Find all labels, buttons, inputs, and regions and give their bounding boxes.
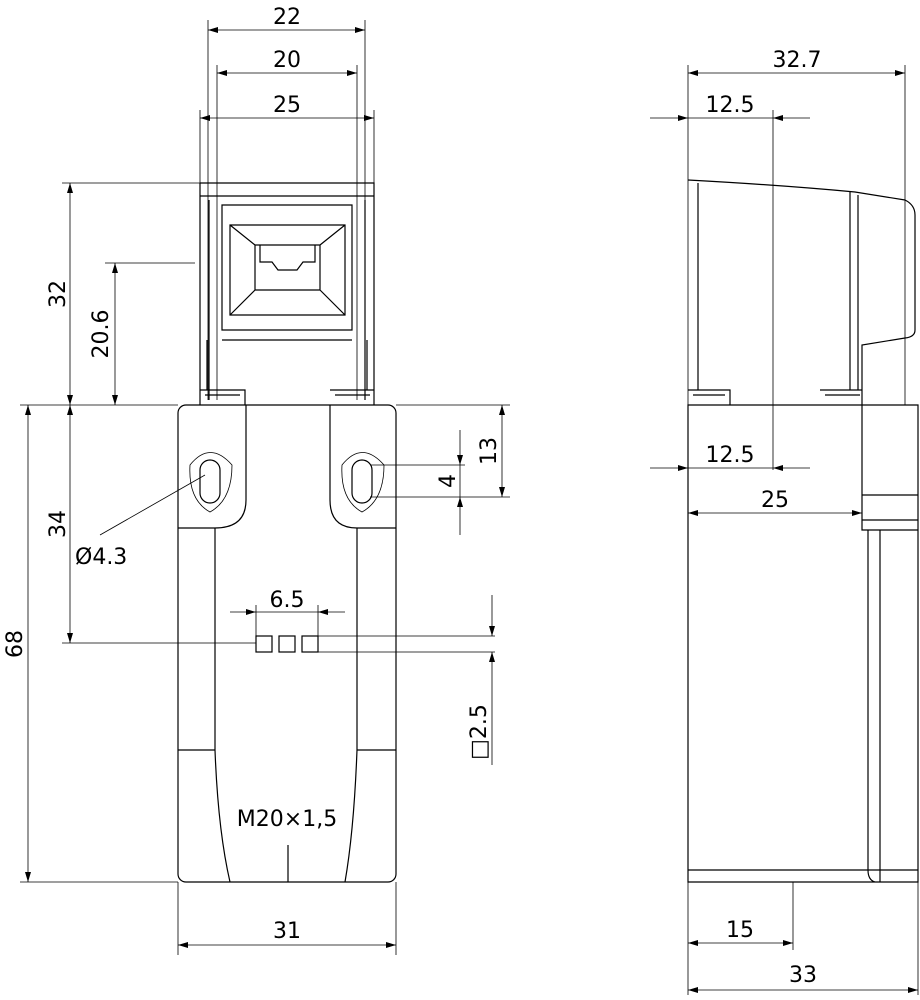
dim-25-side: 25 — [761, 488, 789, 513]
dim-20: 20 — [273, 48, 301, 73]
dim-4: 4 — [436, 474, 461, 488]
mounting-slot-left — [199, 459, 221, 504]
dim-6-5: 6.5 — [270, 588, 305, 613]
mounting-slot-right — [351, 459, 373, 504]
dim-31: 31 — [273, 919, 301, 944]
thread-label: M20×1,5 — [237, 807, 337, 832]
dim-12-5-top: 12.5 — [706, 93, 755, 118]
side-view: 32.7 12.5 12.5 25 15 33 — [650, 48, 919, 995]
dim-hole-diameter: Ø4.3 — [75, 545, 127, 570]
dim-32: 32 — [46, 280, 71, 308]
dim-33: 33 — [789, 963, 817, 988]
dim-25: 25 — [273, 93, 301, 118]
dim-32-7: 32.7 — [773, 48, 822, 73]
dim-68: 68 — [3, 630, 28, 658]
dim-13: 13 — [477, 437, 502, 465]
dim-34: 34 — [46, 510, 71, 538]
dim-20-6: 20.6 — [89, 310, 114, 359]
dim-square-2-5: □2.5 — [467, 704, 492, 760]
front-view: 22 20 25 32 20.6 34 68 Ø4.3 6.5 13 4 □2.… — [3, 5, 510, 955]
dim-15: 15 — [726, 918, 754, 943]
dim-22: 22 — [273, 5, 301, 30]
dim-12-5-mid: 12.5 — [706, 443, 755, 468]
